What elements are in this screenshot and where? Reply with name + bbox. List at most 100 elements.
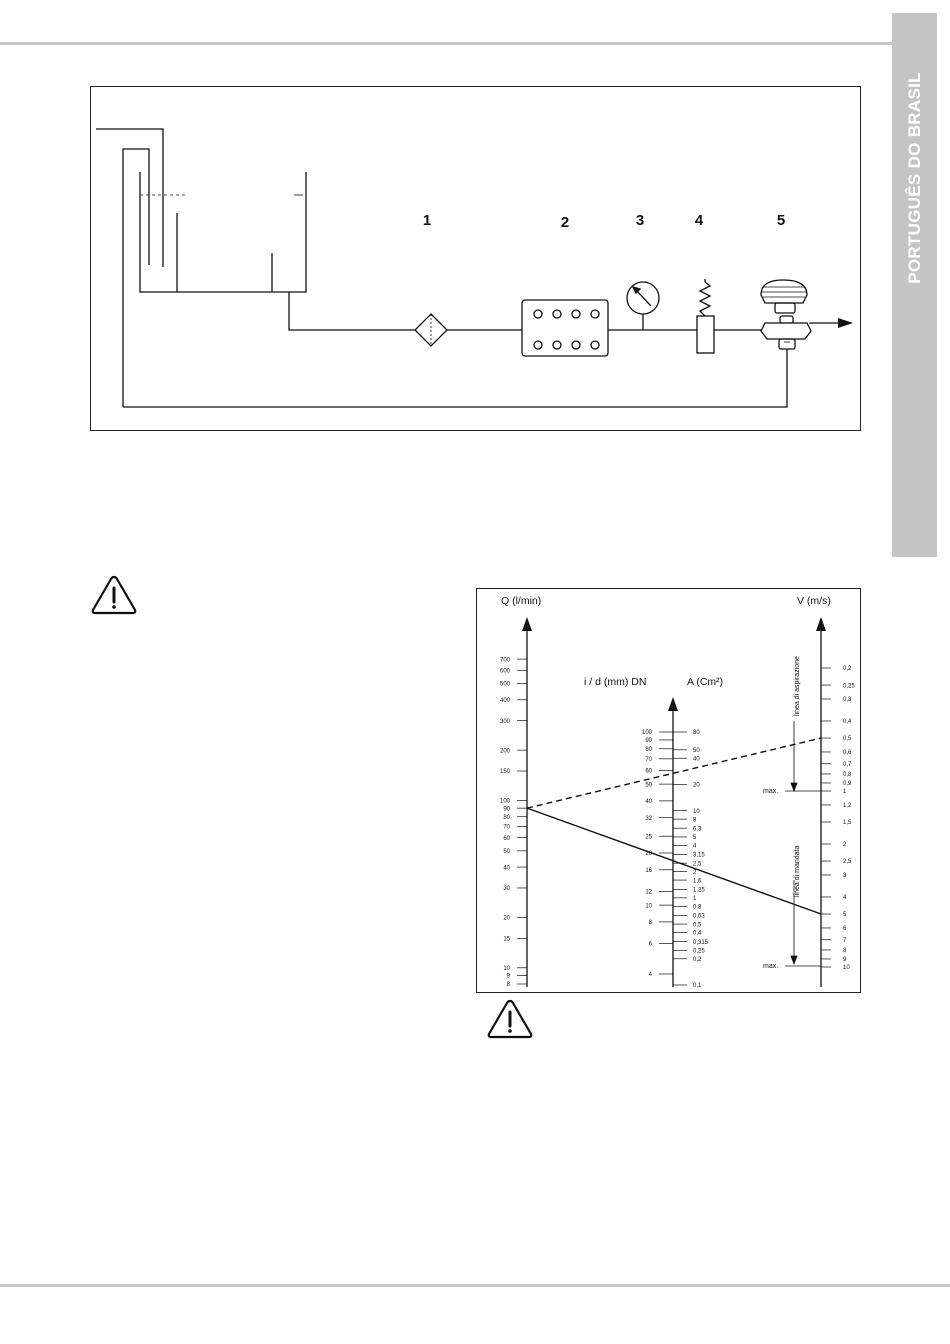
v-axis-tick-label: 9 (843, 957, 847, 963)
a-axis-tick-label: 40 (693, 756, 700, 762)
a-axis-tick-label: 0,63 (693, 914, 705, 920)
a-axis-tick-label: 5 (693, 835, 697, 841)
q-axis-tick-label: 9 (507, 974, 511, 980)
v-axis-tick-label: 2,5 (843, 859, 852, 865)
v-axis-tick-label: 10 (843, 965, 850, 971)
a-axis-tick-label: 0,1 (693, 983, 702, 989)
q-axis-tick-label: 40 (503, 865, 510, 871)
pump-icon (521, 299, 609, 357)
a-axis-tick-label: 1,6 (693, 878, 702, 884)
a-axis-tick-label: 50 (693, 748, 700, 754)
v-axis-tick-label: 3 (843, 873, 847, 879)
v-axis-tick-label: 0,8 (843, 772, 852, 778)
a-axis-tick-label: 0,315 (693, 940, 709, 946)
v-axis-arrow-icon (816, 617, 826, 631)
v-axis-tick-label: 1,2 (843, 803, 852, 809)
d-axis-tick-label: 6 (649, 942, 653, 948)
q-axis-tick-label: 100 (500, 799, 511, 805)
v-axis-tick-label: 1 (843, 789, 847, 795)
d-axis-arrow-icon (668, 697, 678, 711)
v-axis-tick-label: 4 (843, 895, 847, 901)
delivery-line-label: linea di mandata (794, 846, 801, 897)
pressure-gauge-icon (626, 281, 660, 330)
component-number-3: 3 (636, 212, 644, 229)
a-axis-tick-label: 0,4 (693, 931, 702, 937)
nomogram-frame: Q (l/min) i / d (mm) DN A (Cm²) V (m/s) … (476, 588, 861, 993)
v-axis-tick-label: 0,6 (843, 750, 852, 756)
flow-arrow-icon (809, 318, 853, 328)
a-axis-tick-label: 0,25 (693, 949, 705, 955)
filter-icon (414, 313, 448, 347)
d-axis-tick-label: 100 (642, 730, 653, 736)
v-axis-tick-label: 2 (843, 842, 847, 848)
a-axis-tick-label: 10 (693, 809, 700, 815)
q-axis-tick-label: 60 (503, 836, 510, 842)
d-axis-tick-label: 70 (645, 757, 652, 763)
v-axis-tick-label: 7 (843, 938, 847, 944)
supply-line (288, 292, 415, 331)
max-label: max. (763, 788, 778, 795)
a-axis-tick-label: 80 (693, 730, 700, 736)
bottom-rule (0, 1284, 950, 1287)
max-label: max. (763, 963, 778, 970)
q-axis-tick-label: 70 (503, 825, 510, 831)
a-axis-tick-label: 6,3 (693, 826, 702, 832)
warning-triangle-icon (487, 999, 533, 1039)
spray-gun-icon (760, 279, 812, 350)
v-axis-tick-label: 0,3 (843, 697, 852, 703)
q-axis-tick-label: 8 (507, 982, 511, 988)
top-rule (0, 42, 892, 45)
tank-icon (96, 128, 307, 407)
v-axis-tick-label: 0,25 (843, 683, 855, 689)
a-axis-tick-label: 0,8 (693, 904, 702, 910)
v-axis-tick-label: 8 (843, 948, 847, 954)
d-axis-tick-label: 12 (645, 890, 652, 896)
d-axis-tick-label: 80 (645, 747, 652, 753)
d-axis-tick-label: 16 (645, 868, 652, 874)
q-axis-tick-label: 150 (500, 769, 511, 775)
suction-example-line (526, 737, 822, 809)
v-axis-tick-label: 1,5 (843, 820, 852, 826)
q-axis-tick-label: 30 (503, 886, 510, 892)
q-axis-tick-label: 200 (500, 748, 511, 754)
d-axis-tick-label: 25 (645, 834, 652, 840)
warning-triangle-icon (91, 575, 137, 615)
suction-line-label: linea di aspirazione (794, 656, 801, 716)
v-axis-tick-label: 0,4 (843, 719, 852, 725)
q-axis-title: Q (l/min) (501, 595, 541, 607)
side-tab-cap (892, 13, 937, 42)
pipe-sizing-nomogram: Q (l/min) i / d (mm) DN A (Cm²) V (m/s) … (500, 595, 855, 989)
q-axis-tick-label: 50 (503, 849, 510, 855)
component-number-4: 4 (695, 212, 704, 229)
v-axis-tick-label: 0,7 (843, 762, 852, 768)
d-axis-tick-label: 8 (649, 920, 653, 926)
v-axis-title: V (m/s) (797, 595, 831, 607)
v-axis-tick-label: 6 (843, 926, 847, 932)
d-axis-tick-label: 4 (649, 972, 653, 978)
d-axis-tick-label: 32 (645, 816, 652, 822)
delivery-example-line (526, 807, 822, 915)
a-axis-tick-label: 1 (693, 896, 697, 902)
v-axis-tick-label: 0,9 (843, 781, 852, 787)
v-axis-tick-label: 0,5 (843, 736, 852, 742)
a-axis-tick-label: 2 (693, 870, 697, 876)
a-axis-tick-label: 20 (693, 783, 700, 789)
a-axis-tick-label: 8 (693, 817, 697, 823)
d-axis-tick-label: 10 (645, 903, 652, 909)
component-number-1: 1 (423, 212, 431, 229)
return-line (123, 349, 788, 408)
v-axis-tick-label: 0,2 (843, 666, 852, 672)
component-number-5: 5 (777, 212, 785, 229)
q-axis-tick-label: 90 (503, 806, 510, 812)
a-axis-tick-label: 0,2 (693, 957, 702, 963)
q-axis-tick-label: 15 (503, 937, 510, 943)
q-axis-tick-label: 400 (500, 698, 511, 704)
a-axis-tick-label: 1,25 (693, 888, 705, 894)
q-axis-tick-label: 20 (503, 916, 510, 922)
component-number-2: 2 (561, 214, 569, 231)
a-axis-tick-label: 2,5 (693, 861, 702, 867)
d-axis-tick-label: 60 (645, 769, 652, 775)
q-axis-tick-label: 500 (500, 682, 511, 688)
language-side-tab (892, 42, 937, 557)
a-axis-tick-label: 0,5 (693, 922, 702, 928)
